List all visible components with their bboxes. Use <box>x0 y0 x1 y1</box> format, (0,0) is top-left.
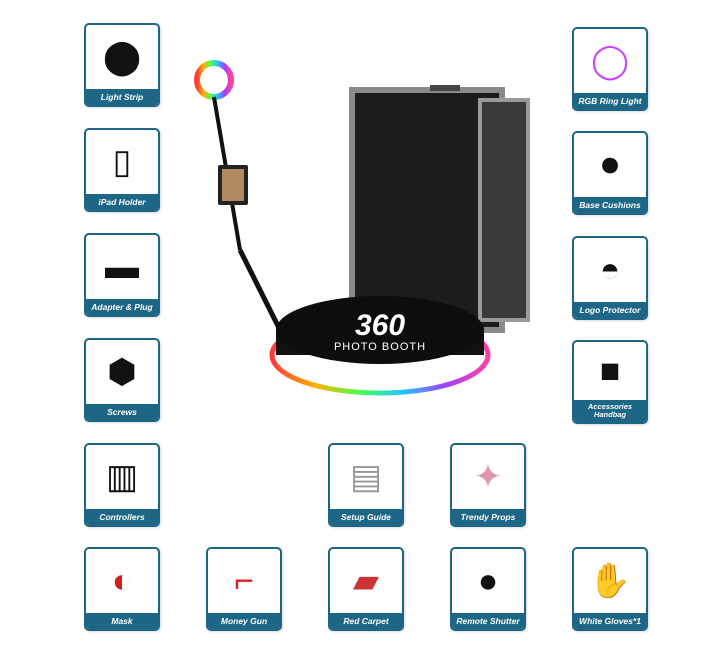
accessory-card-mask: ◐ Mask <box>84 547 160 631</box>
accessory-card-red-carpet: ▰ Red Carpet <box>328 547 404 631</box>
accessory-card-screws: ⬢ Screws <box>84 338 160 422</box>
flight-case <box>349 85 530 333</box>
accessory-card-remote-shutter: ● Remote Shutter <box>450 547 526 631</box>
accessory-label: Screws <box>86 404 158 420</box>
accessory-label: Setup Guide <box>330 509 402 525</box>
accessory-label: Base Cushions <box>574 197 646 213</box>
ring-light-stand <box>194 60 283 332</box>
accessory-card-ipad-holder: ▯ iPad Holder <box>84 128 160 212</box>
accessory-label: Money Gun <box>208 613 280 629</box>
base-cushion-icon: ⏺ <box>601 145 619 184</box>
props-icon: ✦ <box>473 458 503 496</box>
accessory-label: Accessories Handbag <box>574 400 646 422</box>
logo-protector-icon: ◓ <box>599 250 621 289</box>
accessory-card-light-strip: ⬤ Light Strip <box>84 23 160 107</box>
ipad-holder-icon: ▯ <box>112 143 132 181</box>
ring-light-icon: ◯ <box>590 42 630 80</box>
accessory-label: Remote Shutter <box>452 613 524 629</box>
guide-icon: ▤ <box>349 458 383 496</box>
accessory-card-setup-guide: ▤ Setup Guide <box>328 443 404 527</box>
remote-controller-icon: ▥ <box>105 458 139 496</box>
photo-booth-product-image: 360 PHOTO BOOTH <box>194 60 530 396</box>
accessory-card-controllers: ▥ Controllers <box>84 443 160 527</box>
accessory-label: Mask <box>86 613 158 629</box>
accessory-label: iPad Holder <box>86 194 158 210</box>
accessory-card-white-gloves: ✋ White Gloves*1 <box>572 547 648 631</box>
accessory-label: Controllers <box>86 509 158 525</box>
accessory-card-money-gun: ⌐ Money Gun <box>206 547 282 631</box>
gloves-icon: ✋ <box>588 562 632 600</box>
accessory-label: Adapter & Plug <box>86 299 158 315</box>
accessory-label: Red Carpet <box>330 613 402 629</box>
platform-logo: 360 <box>355 309 405 342</box>
accessory-label: Logo Protector <box>574 302 646 318</box>
screws-icon: ⬢ <box>107 353 137 391</box>
platform-subtitle: PHOTO BOOTH <box>334 341 426 353</box>
accessory-card-base-cushions: ⏺ Base Cushions <box>572 131 648 215</box>
accessory-card-adapter-plug: ▬ Adapter & Plug <box>84 233 160 317</box>
accessory-card-trendy-props: ✦ Trendy Props <box>450 443 526 527</box>
accessory-label: RGB Ring Light <box>574 93 646 109</box>
rotating-platform: 360 PHOTO BOOTH <box>269 296 491 396</box>
accessory-label: White Gloves*1 <box>574 613 646 629</box>
mask-icon: ◐ <box>111 561 133 600</box>
accessory-card-accessories-handbag: ■ Accessories Handbag <box>572 340 648 424</box>
adapter-icon: ▬ <box>105 247 139 286</box>
handbag-icon: ■ <box>599 351 621 390</box>
accessory-label: Light Strip <box>86 89 158 105</box>
money-gun-icon: ⌐ <box>234 561 254 600</box>
accessory-card-rgb-ring-light: ◯ RGB Ring Light <box>572 27 648 111</box>
red-carpet-icon: ▰ <box>352 562 380 600</box>
accessory-card-logo-protector: ◓ Logo Protector <box>572 236 648 320</box>
remote-shutter-icon: ● <box>477 561 499 600</box>
accessory-label: Trendy Props <box>452 509 524 525</box>
light-strip-icon: ⬤ <box>102 38 142 76</box>
